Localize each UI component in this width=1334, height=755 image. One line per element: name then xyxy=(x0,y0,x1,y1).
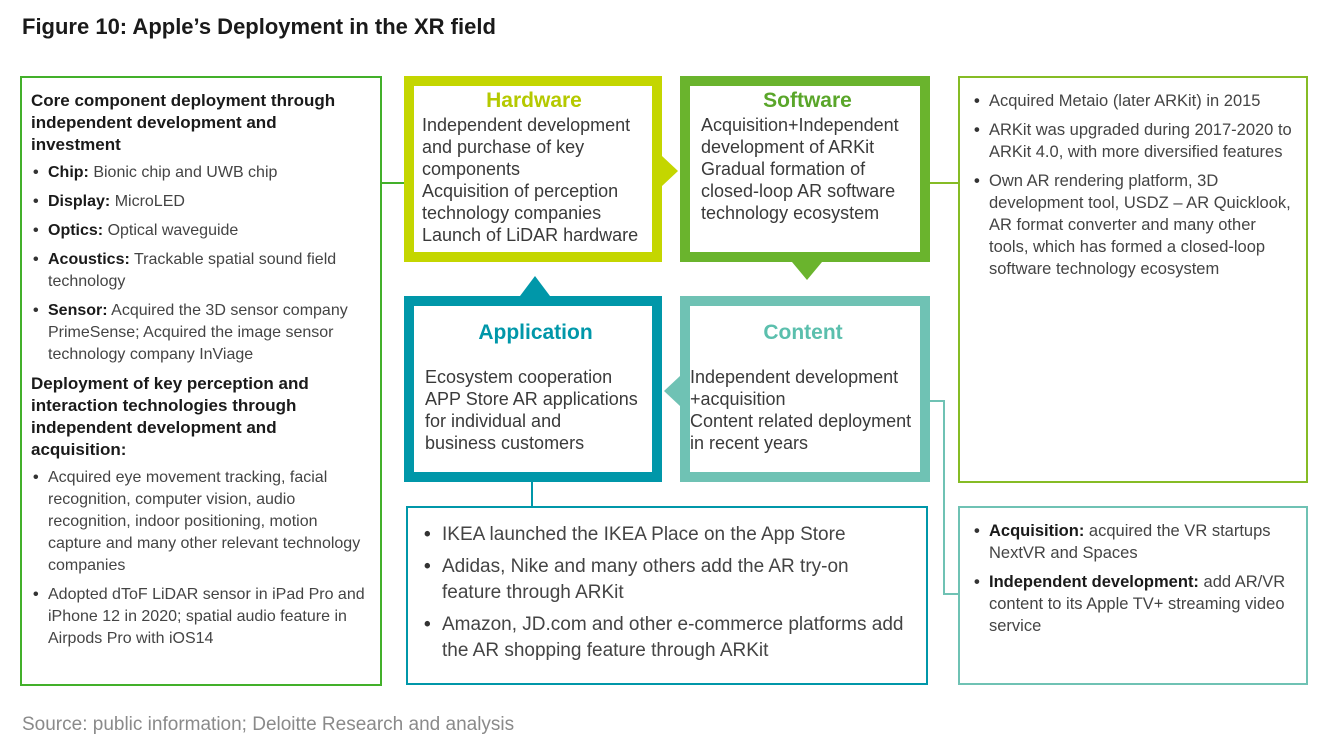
arrow-application-to-hardware xyxy=(520,276,550,296)
hardware-box: Hardware Independent development and pur… xyxy=(404,76,662,262)
software-title: Software xyxy=(763,89,852,112)
list-item: ARKit was upgraded during 2017-2020 to A… xyxy=(972,119,1292,163)
list-item: Display: MicroLED xyxy=(31,191,370,213)
software-box: Software Acquisition+Independent develop… xyxy=(680,76,930,262)
connector-content-to-bottom-right xyxy=(920,400,958,595)
list-item: Acquired Metaio (later ARKit) in 2015 xyxy=(972,90,1292,112)
content-title: Content xyxy=(763,321,843,344)
application-detail-panel: IKEA launched the IKEA Place on the App … xyxy=(406,506,928,685)
core-component-list: Chip: Bionic chip and UWB chip Display: … xyxy=(31,162,370,366)
list-item: Own AR rendering platform, 3D developmen… xyxy=(972,170,1292,280)
source-note: Source: public information; Deloitte Res… xyxy=(22,714,515,735)
software-detail-list: Acquired Metaio (later ARKit) in 2015 AR… xyxy=(972,90,1292,280)
core-component-heading: Core component deployment through indepe… xyxy=(31,91,336,154)
arrow-software-to-content xyxy=(792,262,822,280)
software-detail-panel: Acquired Metaio (later ARKit) in 2015 AR… xyxy=(958,76,1308,483)
content-detail-list: Acquisition: acquired the VR startups Ne… xyxy=(972,520,1292,637)
application-detail-list: IKEA launched the IKEA Place on the App … xyxy=(422,522,910,664)
software-text: Acquisition+Independent development of A… xyxy=(701,115,899,223)
list-item: Optics: Optical waveguide xyxy=(31,220,370,242)
hardware-text: Independent development and purchase of … xyxy=(422,115,639,245)
application-title: Application xyxy=(478,321,593,344)
list-item: Adidas, Nike and many others add the AR … xyxy=(422,554,910,606)
hardware-title: Hardware xyxy=(486,89,582,112)
arrow-hardware-to-software xyxy=(662,156,678,186)
perception-interaction-list: Acquired eye movement tracking, facial r… xyxy=(31,467,370,650)
list-item: IKEA launched the IKEA Place on the App … xyxy=(422,522,910,548)
perception-interaction-heading: Deployment of key perception and interac… xyxy=(31,374,309,459)
list-item: Amazon, JD.com and other e-commerce plat… xyxy=(422,612,910,664)
list-item: Acquired eye movement tracking, facial r… xyxy=(31,467,370,577)
content-detail-panel: Acquisition: acquired the VR startups Ne… xyxy=(958,506,1308,685)
figure-title: Figure 10: Apple’s Deployment in the XR … xyxy=(22,14,496,39)
list-item: Adopted dToF LiDAR sensor in iPad Pro an… xyxy=(31,584,370,650)
list-item: Independent development: add AR/VR conte… xyxy=(972,571,1292,637)
list-item: Acoustics: Trackable spatial sound field… xyxy=(31,249,370,293)
list-item: Sensor: Acquired the 3D sensor company P… xyxy=(31,300,370,366)
content-box: Content Independent development +acquisi… xyxy=(680,296,930,482)
application-box: Application Ecosystem cooperation APP St… xyxy=(404,296,662,482)
left-panel: Core component deployment through indepe… xyxy=(20,76,382,686)
list-item: Acquisition: acquired the VR startups Ne… xyxy=(972,520,1292,564)
application-text: Ecosystem cooperation APP Store AR appli… xyxy=(425,367,638,453)
content-text: Independent development +acquisition Con… xyxy=(690,367,912,453)
list-item: Chip: Bionic chip and UWB chip xyxy=(31,162,370,184)
arrow-content-to-application xyxy=(664,376,680,406)
